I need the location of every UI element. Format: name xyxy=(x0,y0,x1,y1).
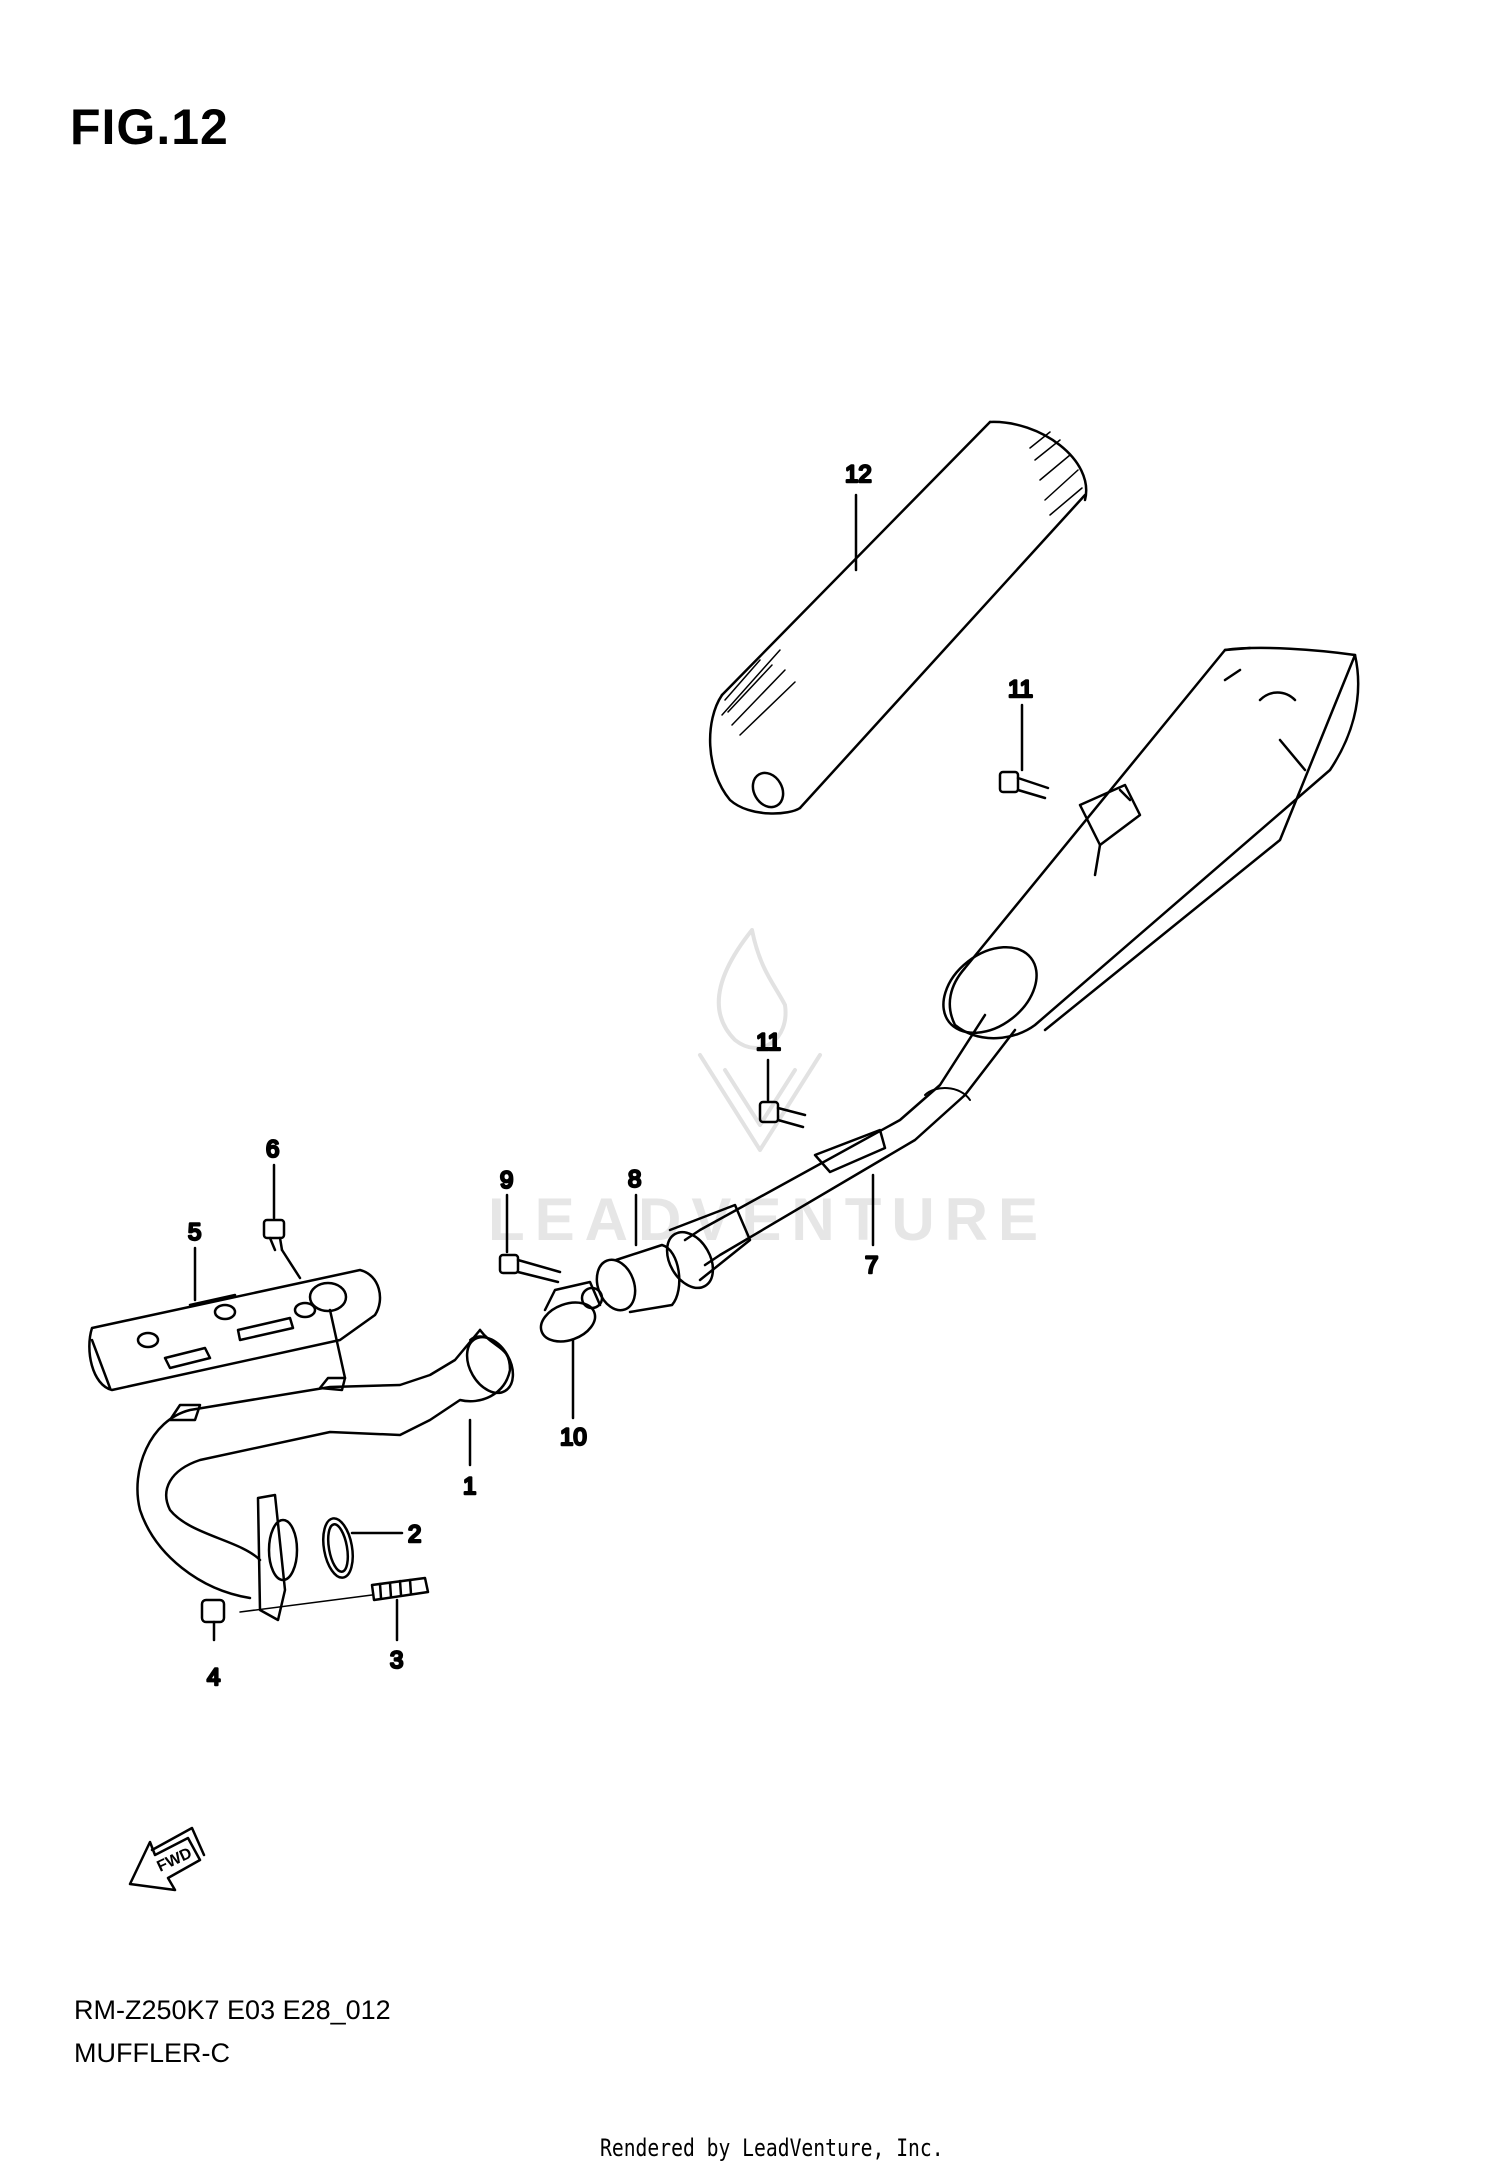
part-5-heat-shield xyxy=(88,1246,382,1392)
callout-8: 8 xyxy=(628,1166,641,1193)
part-2-gasket xyxy=(322,1517,404,1579)
callout-2: 2 xyxy=(408,1521,421,1548)
part-4-nut xyxy=(200,1598,226,1642)
callout-4: 4 xyxy=(207,1664,220,1691)
callout-11-lower: 11 xyxy=(756,1029,781,1056)
part-1-exhaust-pipe xyxy=(136,1328,515,1600)
part-6-bolt xyxy=(262,1163,302,1280)
part-9-bolt xyxy=(498,1193,562,1284)
part-7-muffler xyxy=(665,646,1360,1290)
callout-6: 6 xyxy=(266,1136,279,1163)
figure-title: FIG.12 xyxy=(70,99,229,155)
callout-10: 10 xyxy=(560,1424,587,1451)
part-10-clamp xyxy=(539,1280,604,1420)
part-11-bolt-lower xyxy=(758,1058,807,1129)
rendered-by-credit: Rendered by LeadVenture, Inc. xyxy=(600,2134,944,2162)
figure-code: RM-Z250K7 E03 E28_012 xyxy=(74,1995,391,2025)
watermark-logo-icon xyxy=(698,928,822,1152)
watermark-text: LEADVENTURE xyxy=(488,1186,1049,1253)
callout-7: 7 xyxy=(865,1252,878,1279)
figure-name: MUFFLER-C xyxy=(74,2038,230,2068)
callout-11-upper: 11 xyxy=(1008,676,1033,703)
part-8-gasket xyxy=(595,1193,681,1314)
callout-1: 1 xyxy=(463,1473,476,1500)
part-12-muffler-cover xyxy=(708,420,1088,815)
exhaust-flange xyxy=(256,1493,299,1622)
part-3-stud xyxy=(239,1576,430,1642)
fwd-arrow-icon: FWD xyxy=(128,1826,206,1892)
callout-5: 5 xyxy=(188,1219,201,1246)
part-11-bolt-upper xyxy=(998,703,1050,800)
leader-5b xyxy=(328,1308,347,1380)
callout-9: 9 xyxy=(500,1167,513,1194)
callout-12: 12 xyxy=(845,461,872,488)
callout-3: 3 xyxy=(390,1647,403,1674)
